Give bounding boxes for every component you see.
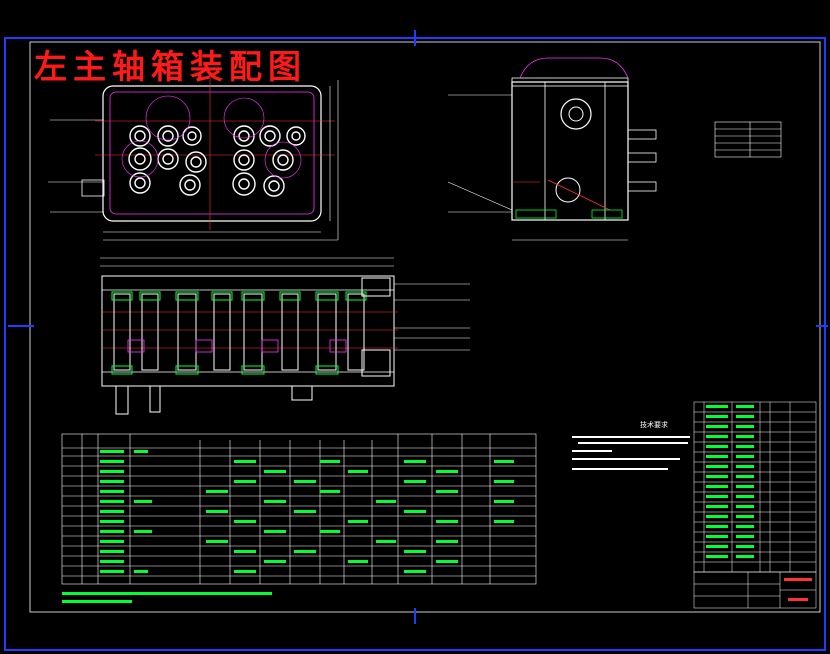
title-block xyxy=(693,571,817,609)
side-view xyxy=(447,57,657,241)
gear-table-entries xyxy=(100,450,514,573)
table-note xyxy=(62,592,272,603)
gear-table xyxy=(61,433,537,585)
parameter-table xyxy=(714,121,782,158)
drawing-title: 左主轴箱装配图 xyxy=(34,47,307,86)
parts-list xyxy=(693,401,817,573)
front-view xyxy=(48,70,339,241)
drawing-inner-frame xyxy=(29,41,821,613)
technical-requirements-title: 技术要求 xyxy=(640,421,668,429)
title-block-marks xyxy=(784,578,812,601)
parts-list-entries xyxy=(706,405,754,558)
technical-requirements-lines xyxy=(572,436,690,470)
section-view xyxy=(100,257,470,415)
